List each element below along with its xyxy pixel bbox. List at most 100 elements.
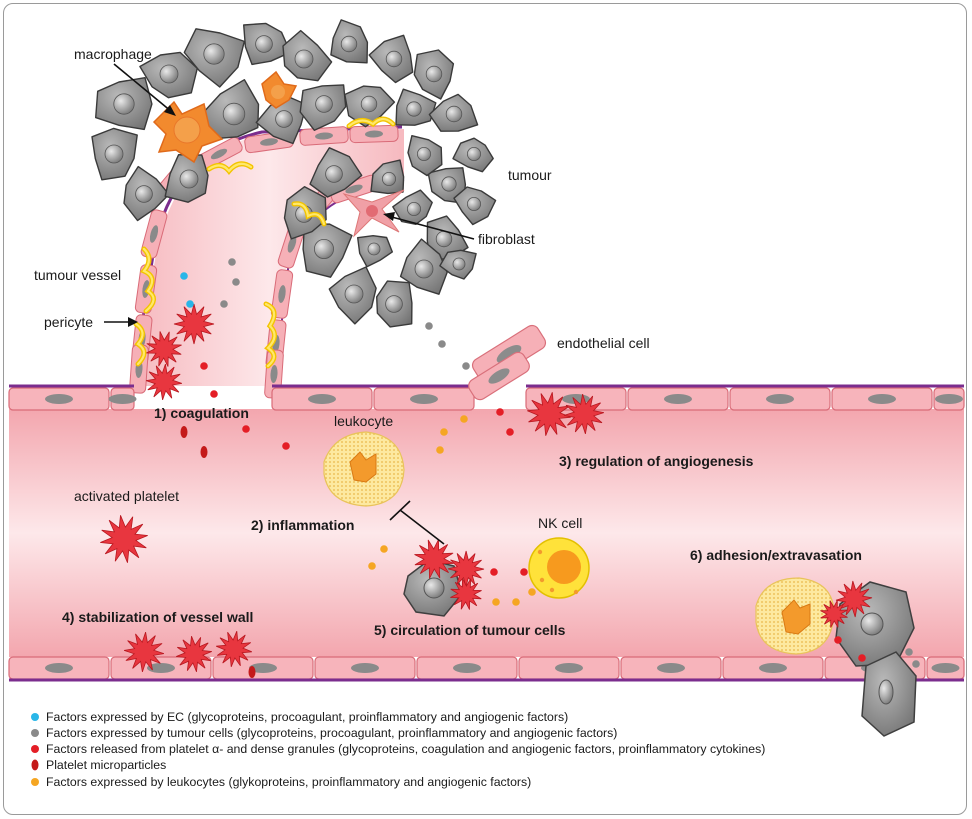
label-endothelial-cell: endothelial cell <box>557 335 650 351</box>
tumour-cell-nucleus <box>406 101 422 117</box>
platelet-microparticle <box>180 426 188 438</box>
platelet <box>100 515 148 563</box>
step-angiogenesis: 3) regulation of angiogenesis <box>559 453 754 469</box>
endothelial-nucleus <box>453 663 481 673</box>
tumour-cell-nucleus <box>340 35 358 53</box>
endothelial-nucleus <box>45 394 73 404</box>
tumour-cell-nucleus <box>381 171 396 186</box>
endothelial-nucleus <box>931 663 960 673</box>
tumour-cell-nucleus <box>367 242 381 256</box>
tumour-cell-nucleus <box>445 105 463 123</box>
factor-dot <box>210 390 218 398</box>
factor-dot <box>186 300 194 308</box>
tumour-cell-nucleus <box>441 176 457 192</box>
factor-dot <box>490 568 498 576</box>
platelet <box>123 631 165 673</box>
endothelial-nucleus <box>410 394 438 404</box>
diagram-canvas: macrophage tumour fibroblast tumour vess… <box>8 19 965 789</box>
factor-dot <box>425 322 433 330</box>
factor-dots <box>180 258 920 678</box>
step-circulation: 5) circulation of tumour cells <box>374 622 566 638</box>
factor-dot <box>368 562 376 570</box>
factor-dot <box>462 362 470 370</box>
tumour-cell-nucleus <box>179 169 199 189</box>
pericyte-highlight <box>134 322 146 366</box>
tumour-cell-nucleus <box>360 95 378 113</box>
branch-endothelial-cell <box>140 209 168 259</box>
label-nk-cell: NK cell <box>538 515 582 531</box>
factor-dot <box>506 428 514 436</box>
endothelial-nucleus <box>45 663 73 673</box>
factor-dot <box>180 272 188 280</box>
factor-dot <box>512 598 520 606</box>
leukocyte-cell-adhering <box>755 577 835 655</box>
legend: Factors expressed by EC (glycoproteins, … <box>31 710 765 789</box>
tumour-cell-nucleus <box>344 284 364 304</box>
factor-dot <box>905 648 913 656</box>
label-pericyte: pericyte <box>44 314 93 330</box>
factor-dot <box>912 660 920 668</box>
factor-dot <box>380 545 388 553</box>
tumour-cell-nucleus <box>313 238 334 259</box>
macrophage-cell <box>152 70 298 164</box>
tumour-cell-nucleus <box>294 49 314 69</box>
platelet <box>176 636 212 672</box>
factor-dot <box>242 425 250 433</box>
inhibition-line <box>389 500 445 545</box>
endothelial-nucleus <box>555 663 583 673</box>
label-leukocyte: leukocyte <box>334 413 393 429</box>
endothelial-nucleus <box>657 663 685 673</box>
branch-endothelial-cell <box>349 124 399 144</box>
factor-dot <box>200 362 208 370</box>
fibroblast-cell <box>342 189 405 238</box>
platelet <box>450 578 482 610</box>
legend-marker-platelet <box>31 745 39 753</box>
tumour-cell-nucleus <box>222 102 246 126</box>
circulating-tumour-cell <box>403 559 463 617</box>
factor-dot <box>232 278 240 286</box>
factor-dot <box>220 300 228 308</box>
tumour-cell-nucleus <box>466 196 481 211</box>
label-activated-platelet: activated platelet <box>74 488 179 504</box>
step-inflammation: 2) inflammation <box>251 517 354 533</box>
step-stabilization: 4) stabilization of vessel wall <box>62 609 253 625</box>
platelet <box>173 303 215 345</box>
endothelial-nucleus <box>351 663 379 673</box>
legend-marker-microparticles <box>31 759 39 771</box>
tumour-cell-nucleus <box>385 295 403 313</box>
tumour-cell-nucleus <box>275 110 293 128</box>
factor-dot <box>282 442 290 450</box>
platelet-microparticle <box>248 666 256 678</box>
endothelial-nucleus <box>766 394 794 404</box>
activated-platelets <box>100 303 873 673</box>
endothelial-nucleus <box>935 394 963 404</box>
platelet <box>146 331 182 367</box>
legend-marker-leukocyte <box>31 778 39 786</box>
tumour-cell-nucleus <box>425 65 443 83</box>
factor-dot <box>858 654 866 662</box>
leukocyte-cell <box>323 431 405 507</box>
endothelial-nucleus <box>249 663 277 673</box>
platelet <box>145 363 183 401</box>
detached-endothelial-cells <box>468 324 547 401</box>
platelet-microparticle <box>200 446 208 458</box>
factor-dot <box>528 588 536 596</box>
legend-text-leukocyte: Factors expressed by leukocytes (glykopr… <box>46 775 531 789</box>
leader-lines <box>104 63 475 327</box>
tumour-cell-nucleus <box>385 50 403 68</box>
tumour-cell-nucleus <box>315 95 333 113</box>
tumour-cell-nucleus <box>416 146 431 161</box>
factor-dot <box>520 568 528 576</box>
endothelial-nucleus <box>868 394 896 404</box>
factor-dot <box>834 636 842 644</box>
label-macrophage: macrophage <box>74 46 152 62</box>
tumour-cell-nucleus <box>466 146 481 161</box>
step-adhesion: 6) adhesion/extravasation <box>690 547 862 563</box>
endothelial-nucleus <box>108 394 137 404</box>
label-tumour: tumour <box>508 167 552 183</box>
factor-dot <box>438 340 446 348</box>
label-tumour-vessel: tumour vessel <box>34 267 121 283</box>
step-coagulation: 1) coagulation <box>154 405 249 421</box>
legend-text-platelet: Factors released from platelet α- and de… <box>46 742 765 756</box>
platelet <box>527 392 571 436</box>
